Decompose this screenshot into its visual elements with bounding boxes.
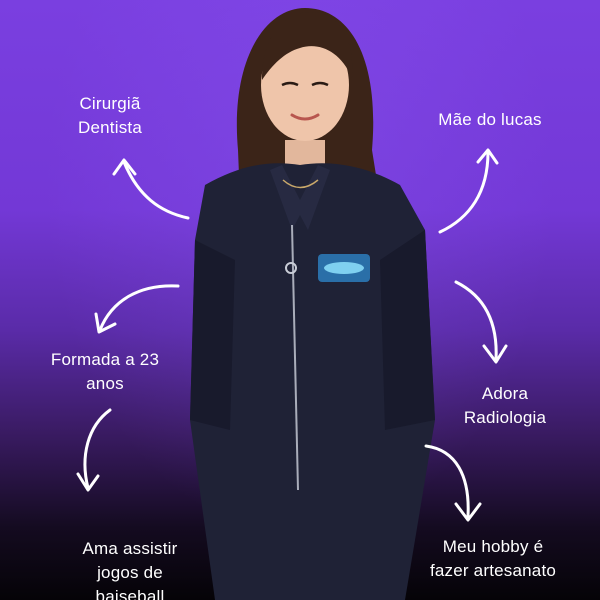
label-mother: Mãe do lucas [438, 110, 542, 129]
dental-coat [190, 163, 435, 600]
label-baseball: Ama assistir jogos de baiseball [82, 539, 178, 600]
label-graduated: Formada a 23 anos [50, 350, 160, 393]
arrow-to-surgeon [112, 158, 190, 220]
arrow-to-graduated [94, 284, 180, 334]
label-surgeon: Cirurgiã Dentista [78, 94, 142, 137]
coat-zipper [291, 224, 299, 491]
label-radiology: Adora Radiologia [463, 384, 547, 427]
arrow-to-mother [438, 148, 499, 234]
arrow-to-radiology [454, 280, 508, 364]
arrow-to-hobby [424, 444, 482, 522]
face [261, 29, 349, 141]
arrow-to-baseball [76, 408, 112, 492]
label-hobby: Meu hobby é fazer artesanato [429, 537, 557, 580]
